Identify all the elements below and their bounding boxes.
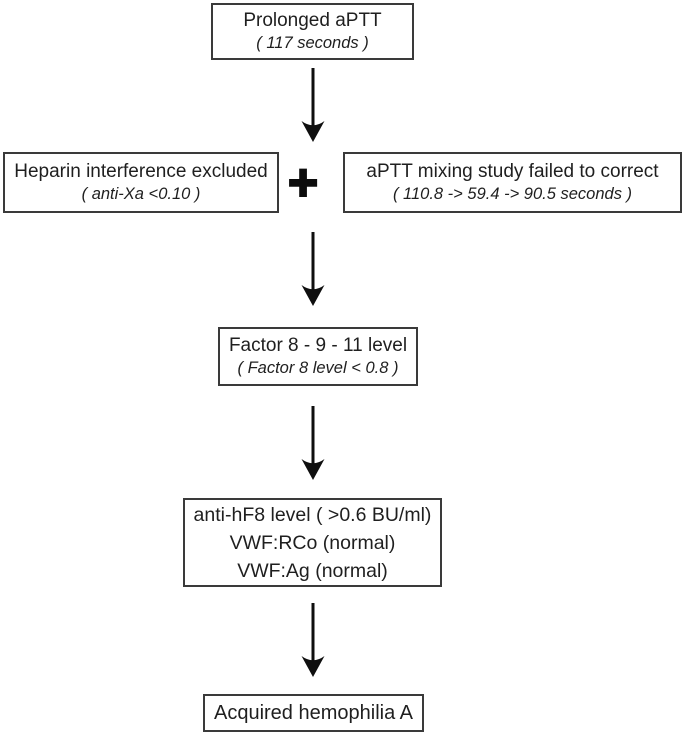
flow-arrow-down-4 xyxy=(297,601,329,677)
node-diagnosis-acquired-hemophilia-a: Acquired hemophilia A xyxy=(203,694,424,732)
plus-icon: + xyxy=(287,153,319,212)
node-inhibitor-line-vwf-rco: VWF:RCo (normal) xyxy=(229,531,396,554)
node-prolonged-aptt-title: Prolonged aPTT xyxy=(243,10,382,31)
flow-arrow-down-2 xyxy=(297,230,329,306)
node-mixing-study: aPTT mixing study failed to correct ( 11… xyxy=(343,152,682,213)
node-factor-levels-subtitle: ( Factor 8 level < 0.8 ) xyxy=(237,359,399,377)
node-diagnosis-title: Acquired hemophilia A xyxy=(213,702,413,724)
node-mixing-study-title: aPTT mixing study failed to correct xyxy=(366,161,659,182)
flow-arrow-down-1 xyxy=(297,66,329,142)
node-inhibitor-vwf: anti-hF8 level ( >0.6 BU/ml) VWF:RCo (no… xyxy=(183,498,442,587)
node-inhibitor-line-vwf-ag: VWF:Ag (normal) xyxy=(237,559,388,582)
node-prolonged-aptt: Prolonged aPTT ( 117 seconds ) xyxy=(211,3,414,60)
node-heparin-excluded: Heparin interference excluded ( anti-Xa … xyxy=(3,152,279,213)
node-factor-levels: Factor 8 - 9 - 11 level ( Factor 8 level… xyxy=(218,327,418,386)
node-inhibitor-line-antihf8: anti-hF8 level ( >0.6 BU/ml) xyxy=(193,503,432,526)
node-heparin-excluded-subtitle: ( anti-Xa <0.10 ) xyxy=(81,185,201,203)
node-mixing-study-subtitle: ( 110.8 -> 59.4 -> 90.5 seconds ) xyxy=(392,185,633,203)
node-factor-levels-title: Factor 8 - 9 - 11 level xyxy=(228,335,408,356)
node-prolonged-aptt-subtitle: ( 117 seconds ) xyxy=(256,34,369,52)
flow-arrow-down-3 xyxy=(297,404,329,480)
node-heparin-excluded-title: Heparin interference excluded xyxy=(14,161,268,182)
